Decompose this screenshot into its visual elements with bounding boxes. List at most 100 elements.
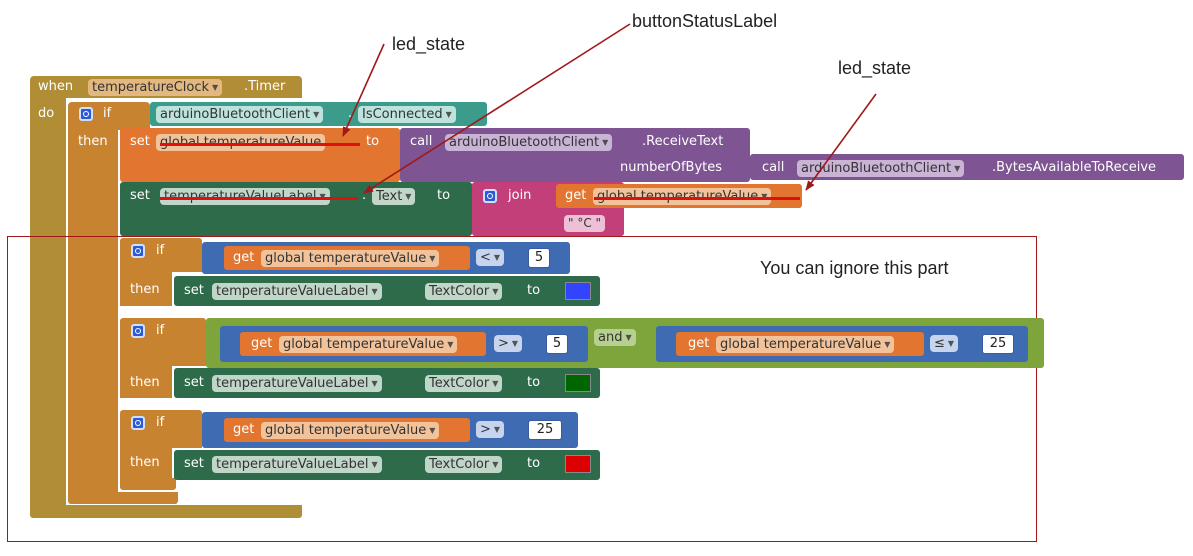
chevron-down-icon: ▼ [313,110,320,119]
then-keyword: then [130,455,160,470]
param-number-of-bytes: numberOfBytes [620,160,723,175]
property-dropdown-cond3[interactable]: TextColor▼ [425,456,503,473]
operator-dropdown-cond2b[interactable]: ≤▼ [930,335,959,352]
component-name: arduinoBluetoothClient [160,107,311,122]
operator-symbol: > [480,422,491,437]
chevron-down-icon: ▼ [319,192,325,201]
chevron-down-icon: ▼ [429,426,436,435]
operator-dropdown-cond3[interactable]: >▼ [476,421,505,438]
arrow-led-state-2 [805,93,877,191]
variable-dropdown-cond3[interactable]: global temperatureValue▼ [261,422,440,439]
property-name: TextColor [429,284,490,299]
if-keyword: if [156,415,165,430]
property-name: Text [376,189,403,204]
if-block-outer-body [68,128,118,500]
variable-name: global temperatureValue [160,135,321,150]
component-dropdown-cond1[interactable]: temperatureValueLabel▼ [212,283,382,300]
chevron-down-icon: ▼ [884,340,891,349]
component-name: temperatureValueLabel [216,376,369,391]
set-keyword: set [184,375,204,390]
chevron-down-icon: ▼ [602,138,609,147]
component-name: temperatureValueLabel [216,284,369,299]
property-dropdown-is-connected[interactable]: IsConnected▼ [358,106,456,123]
if-block-cond1-body [120,272,172,306]
event-block-bottom [30,505,302,518]
when-keyword: when [38,79,74,94]
method-receive-text: .ReceiveText [642,134,724,149]
component-dropdown-temperature-clock[interactable]: temperatureClock▼ [88,79,223,96]
strike-line-global [160,143,360,146]
operator-dropdown-cond2a[interactable]: >▼ [494,335,523,352]
component-dropdown-cond3[interactable]: temperatureValueLabel▼ [212,456,382,473]
component-dropdown-temperature-label[interactable]: temperatureValueLabel▼ [160,188,330,205]
variable-name: global temperatureValue [265,423,427,438]
component-name: arduinoBluetoothClient [449,135,600,150]
dot-separator: . [348,106,353,121]
chevron-down-icon: ▼ [492,379,499,388]
mutator-gear-icon[interactable] [483,189,497,203]
strike-line-label [160,197,358,200]
logic-operator-and[interactable]: and▼ [594,329,636,346]
property-dropdown-cond2[interactable]: TextColor▼ [425,375,503,392]
chevron-down-icon: ▼ [492,287,499,296]
annotation-led-state-1: led_state [392,34,466,54]
number-field-cond2b[interactable]: 25 [982,334,1014,354]
chevron-down-icon: ▼ [954,164,961,173]
if-block-cond2-body [120,366,172,398]
component-dropdown-bluetooth-receive[interactable]: arduinoBluetoothClient▼ [445,134,613,151]
color-swatch-blue[interactable] [565,282,591,300]
text-value-degree[interactable]: " °C " [564,215,606,232]
variable-dropdown-get[interactable]: global temperatureValue▼ [593,188,772,205]
get-keyword: get [565,188,587,203]
variable-name: global temperatureValue [265,251,427,266]
component-dropdown-bluetooth-bytes[interactable]: arduinoBluetoothClient▼ [797,160,965,177]
number-field-cond2a[interactable]: 5 [546,334,568,354]
operator-dropdown-cond1[interactable]: <▼ [476,249,505,266]
property-dropdown-text[interactable]: Text▼ [372,188,416,205]
chevron-down-icon: ▼ [405,192,412,201]
set-keyword: set [130,188,150,203]
component-dropdown-cond2[interactable]: temperatureValueLabel▼ [212,375,382,392]
number-field-cond3[interactable]: 25 [528,420,562,440]
then-keyword: then [130,282,160,297]
logic-operator-label: and [598,330,623,345]
if-block-cond3-bottom [120,478,176,490]
variable-dropdown-cond2b[interactable]: global temperatureValue▼ [716,336,895,353]
operator-symbol: < [480,250,491,265]
chevron-down-icon: ▼ [371,460,378,469]
property-name: IsConnected [362,107,443,122]
chevron-down-icon: ▼ [492,460,499,469]
set-keyword: set [184,283,204,298]
variable-dropdown-cond1[interactable]: global temperatureValue▼ [261,250,440,267]
variable-name: global temperatureValue [720,337,882,352]
get-keyword: get [233,422,255,437]
annotation-ignore: You can ignore this part [760,258,949,278]
to-keyword: to [527,456,541,471]
color-swatch-red[interactable] [565,455,591,473]
chevron-down-icon: ▼ [625,333,632,342]
mutator-gear-icon[interactable] [79,107,93,121]
number-field-cond1[interactable]: 5 [528,248,550,268]
variable-dropdown-global-temperature[interactable]: global temperatureValue [156,134,326,151]
mutator-gear-icon[interactable] [131,244,145,258]
component-name: arduinoBluetoothClient [801,161,952,176]
color-swatch-green[interactable] [565,374,591,392]
component-name: temperatureValueLabel [216,457,369,472]
chevron-down-icon: ▼ [493,425,501,434]
set-keyword: set [184,456,204,471]
mutator-gear-icon[interactable] [131,416,145,430]
to-keyword: to [527,283,541,298]
property-dropdown-cond1[interactable]: TextColor▼ [425,283,503,300]
mutator-gear-icon[interactable] [131,324,145,338]
chevron-down-icon: ▼ [761,192,767,201]
event-name: .Timer [244,79,286,94]
component-dropdown-bluetooth[interactable]: arduinoBluetoothClient▼ [156,106,324,123]
component-name: temperatureValueLabel [164,189,316,204]
property-name: TextColor [429,457,490,472]
variable-name: global temperatureValue [283,337,445,352]
variable-dropdown-cond2a[interactable]: global temperatureValue▼ [279,336,458,353]
get-keyword: get [251,336,273,351]
if-keyword: if [156,323,165,338]
if-block-cond3-body [120,446,172,480]
